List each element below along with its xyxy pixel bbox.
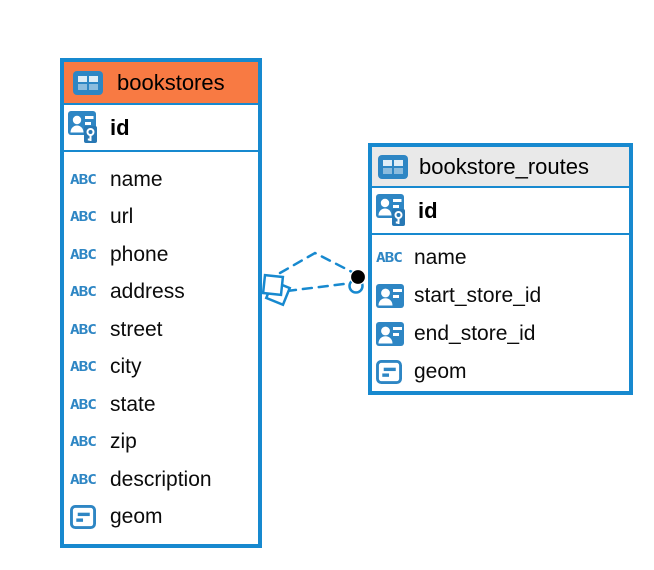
column-row[interactable]: ABC phone	[64, 236, 258, 274]
table-icon	[378, 154, 412, 179]
column-name: name	[110, 167, 163, 191]
column-row[interactable]: ABC city	[64, 349, 258, 387]
text-type-icon: ABC	[70, 171, 97, 188]
column-name: city	[110, 355, 142, 379]
column-name: street	[110, 317, 163, 341]
text-type-icon: ABC	[70, 209, 97, 225]
column-row[interactable]: geom	[372, 353, 629, 391]
primary-key-icon	[67, 109, 102, 145]
column-row[interactable]: ABC address	[64, 274, 258, 312]
table-header[interactable]: bookstores	[64, 62, 258, 103]
divider	[372, 186, 629, 188]
table-header[interactable]: bookstore_routes	[372, 147, 629, 186]
column-name: geom	[110, 505, 163, 529]
divider	[372, 233, 629, 235]
column-list: ABC name ABC url ABC phone ABC address A…	[64, 152, 258, 536]
column-row[interactable]: geom	[64, 499, 258, 537]
column-name: address	[110, 280, 185, 304]
text-type-icon: ABC	[70, 471, 97, 488]
relationship-circle-endpoints[interactable]	[348, 268, 367, 294]
text-type-icon: ABC	[70, 321, 97, 338]
text-type-icon: ABC	[70, 284, 97, 300]
relationship-line-start-store[interactable]	[278, 251, 354, 275]
table-title: bookstores	[117, 69, 225, 95]
column-row[interactable]: end_store_id	[372, 315, 629, 353]
column-row-id[interactable]: id	[372, 188, 629, 233]
column-name: id	[110, 114, 130, 140]
relationship-line-end-store[interactable]	[285, 281, 354, 293]
text-type-icon: ABC	[70, 396, 97, 413]
column-name: id	[418, 197, 438, 223]
table-bookstores[interactable]: bookstores id ABC name ABC url ABC phone	[60, 58, 262, 548]
column-name: description	[110, 467, 212, 491]
column-row[interactable]: ABC street	[64, 311, 258, 349]
divider	[64, 103, 258, 105]
foreign-key-icon	[376, 284, 410, 308]
column-row[interactable]: ABC name	[372, 239, 629, 277]
table-icon	[73, 70, 107, 95]
column-name: phone	[110, 242, 169, 266]
column-list: ABC name start_store_id end_store_id ge	[372, 235, 629, 391]
column-name: geom	[414, 360, 467, 383]
text-type-icon: ABC	[70, 434, 97, 450]
column-row[interactable]: ABC zip	[64, 424, 258, 462]
column-name: end_store_id	[414, 322, 536, 345]
column-row[interactable]: ABC url	[64, 199, 258, 237]
relationship-diamond-endpoints[interactable]	[261, 273, 292, 307]
divider	[64, 150, 258, 152]
column-name: state	[110, 392, 156, 416]
geometry-type-icon	[70, 504, 104, 530]
geometry-type-icon	[376, 359, 410, 385]
table-title: bookstore_routes	[419, 153, 589, 179]
primary-key-icon	[375, 192, 410, 228]
column-name: name	[414, 246, 467, 269]
column-row[interactable]: ABC description	[64, 461, 258, 499]
column-row[interactable]: start_store_id	[372, 277, 629, 315]
column-row[interactable]: ABC name	[64, 161, 258, 199]
foreign-key-icon	[376, 322, 410, 346]
column-name: start_store_id	[414, 284, 542, 307]
text-type-icon: ABC	[376, 249, 403, 266]
table-bookstore-routes[interactable]: bookstore_routes id ABC name start_store…	[368, 143, 633, 395]
column-row[interactable]: ABC state	[64, 386, 258, 424]
column-row-id[interactable]: id	[64, 105, 258, 150]
column-name: zip	[110, 430, 137, 454]
column-name: url	[110, 205, 134, 229]
text-type-icon: ABC	[70, 359, 97, 375]
text-type-icon: ABC	[70, 246, 97, 263]
